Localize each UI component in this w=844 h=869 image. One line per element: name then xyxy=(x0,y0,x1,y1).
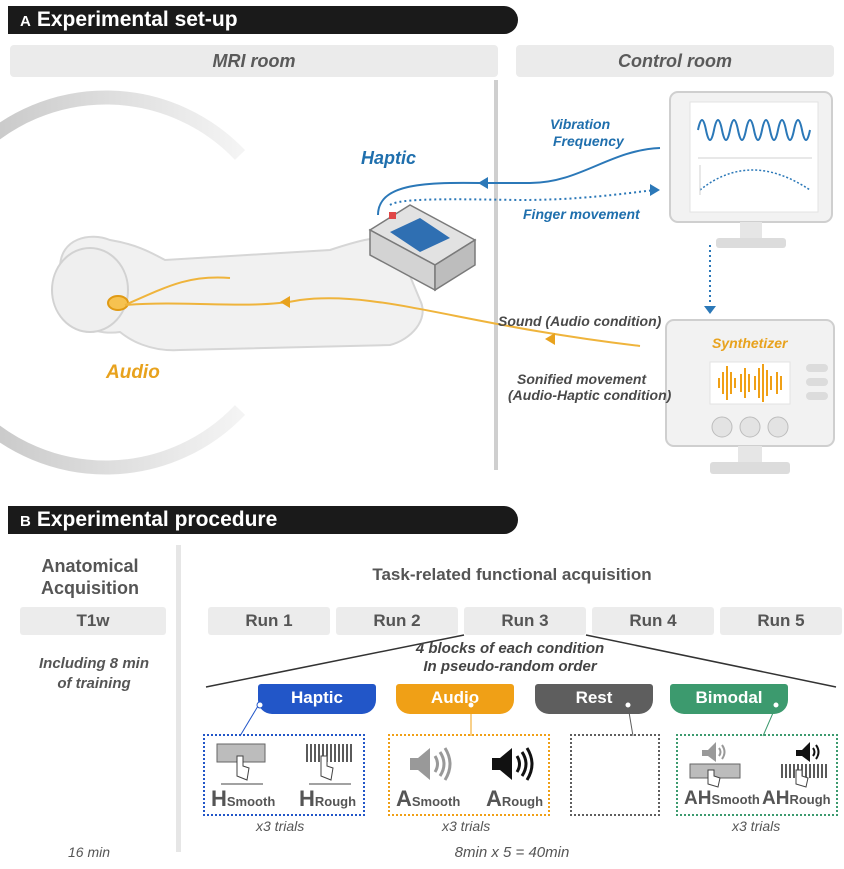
blocks-note-2: In pseudo-random order xyxy=(423,658,597,675)
bimodal-rough-icon xyxy=(781,742,827,788)
bimodal-smooth-icon xyxy=(689,742,741,788)
haptic-cable xyxy=(377,147,661,216)
ah-rough-label: AHRough xyxy=(762,788,831,809)
audio-arrow xyxy=(280,296,290,308)
section-b-header: B Experimental procedure xyxy=(8,506,518,534)
blocks-note-1: 4 blocks of each condition xyxy=(415,640,605,657)
monitor-top xyxy=(669,91,833,248)
scanner-bore xyxy=(0,90,246,475)
finger-movement-line xyxy=(389,189,656,206)
run-2: Run 2 xyxy=(336,607,458,635)
a-smooth-label: ASmooth xyxy=(396,786,461,811)
sonified-label-1: Sonified movement xyxy=(517,371,647,387)
condition-rest: Rest xyxy=(535,684,653,714)
section-a-header: A Experimental set-up xyxy=(8,6,518,34)
haptic-label: Haptic xyxy=(361,148,417,168)
section-b-letter: B xyxy=(20,513,31,530)
sonified-label-2: (Audio-Haptic condition) xyxy=(508,387,672,403)
mri-room-bar: MRI room xyxy=(10,45,498,77)
trialbox-bimodal: AHSmooth AHRough xyxy=(676,734,838,816)
patient-body xyxy=(58,235,424,352)
bimodal-trials: x3 trials xyxy=(732,818,781,834)
trialbox-audio: ASmooth ARough xyxy=(388,734,550,816)
procedure-divider xyxy=(176,545,181,852)
speaker-soft-icon xyxy=(410,747,452,781)
functional-duration: 8min x 5 = 40min xyxy=(454,844,570,861)
run-1: Run 1 xyxy=(208,607,330,635)
condition-bimodal: Bimodal xyxy=(670,684,788,714)
speaker-loud-icon xyxy=(492,747,534,781)
trialbox-haptic: HSmooth HRough xyxy=(203,734,365,816)
ah-smooth-label: AHSmooth xyxy=(684,788,760,809)
audio-label: Audio xyxy=(106,362,160,383)
haptic-trials: x3 trials xyxy=(256,818,305,834)
haptic-device xyxy=(368,204,477,292)
condition-haptic: Haptic xyxy=(258,684,376,714)
condition-audio: Audio xyxy=(396,684,514,714)
ear-icon xyxy=(107,295,129,311)
section-b-title: Experimental procedure xyxy=(36,508,278,531)
monitor-bottom xyxy=(665,319,835,474)
section-a-letter: A xyxy=(20,13,31,30)
t1w-box: T1w xyxy=(20,607,166,635)
audio-trials: x3 trials xyxy=(442,818,491,834)
finger-movement-label: Finger movement xyxy=(523,206,640,222)
h-rough-label: HRough xyxy=(299,786,357,811)
control-room-bar: Control room xyxy=(516,45,834,77)
anatomical-duration: 16 min xyxy=(68,844,111,860)
setup-illustration xyxy=(0,80,835,475)
sound-label: Sound (Audio condition) xyxy=(498,313,662,329)
anatomical-title-2: Acquisition xyxy=(41,578,139,598)
synthetizer-label: Synthetizer xyxy=(712,335,788,351)
functional-title: Task-related functional acquisition xyxy=(372,565,652,584)
h-smooth-label: HSmooth xyxy=(211,786,276,811)
trialbox-rest xyxy=(570,734,660,816)
smooth-surface-icon xyxy=(216,743,266,785)
rough-surface-icon xyxy=(306,744,352,785)
anatomical-title-1: Anatomical xyxy=(41,556,139,576)
a-rough-label: ARough xyxy=(486,786,544,811)
section-a-title: Experimental set-up xyxy=(36,8,238,31)
audio-cable xyxy=(124,297,641,347)
run-zoom-lines xyxy=(205,634,837,688)
anatomical-note-1: Including 8 min xyxy=(38,655,149,672)
run-5: Run 5 xyxy=(720,607,842,635)
vibration-label-2: Frequency xyxy=(553,133,624,149)
condition-connectors xyxy=(239,701,780,737)
anatomical-note-2: of training xyxy=(57,675,131,692)
run-4: Run 4 xyxy=(592,607,714,635)
vibration-label-1: Vibration xyxy=(550,116,611,132)
run-3: Run 3 xyxy=(464,607,586,635)
